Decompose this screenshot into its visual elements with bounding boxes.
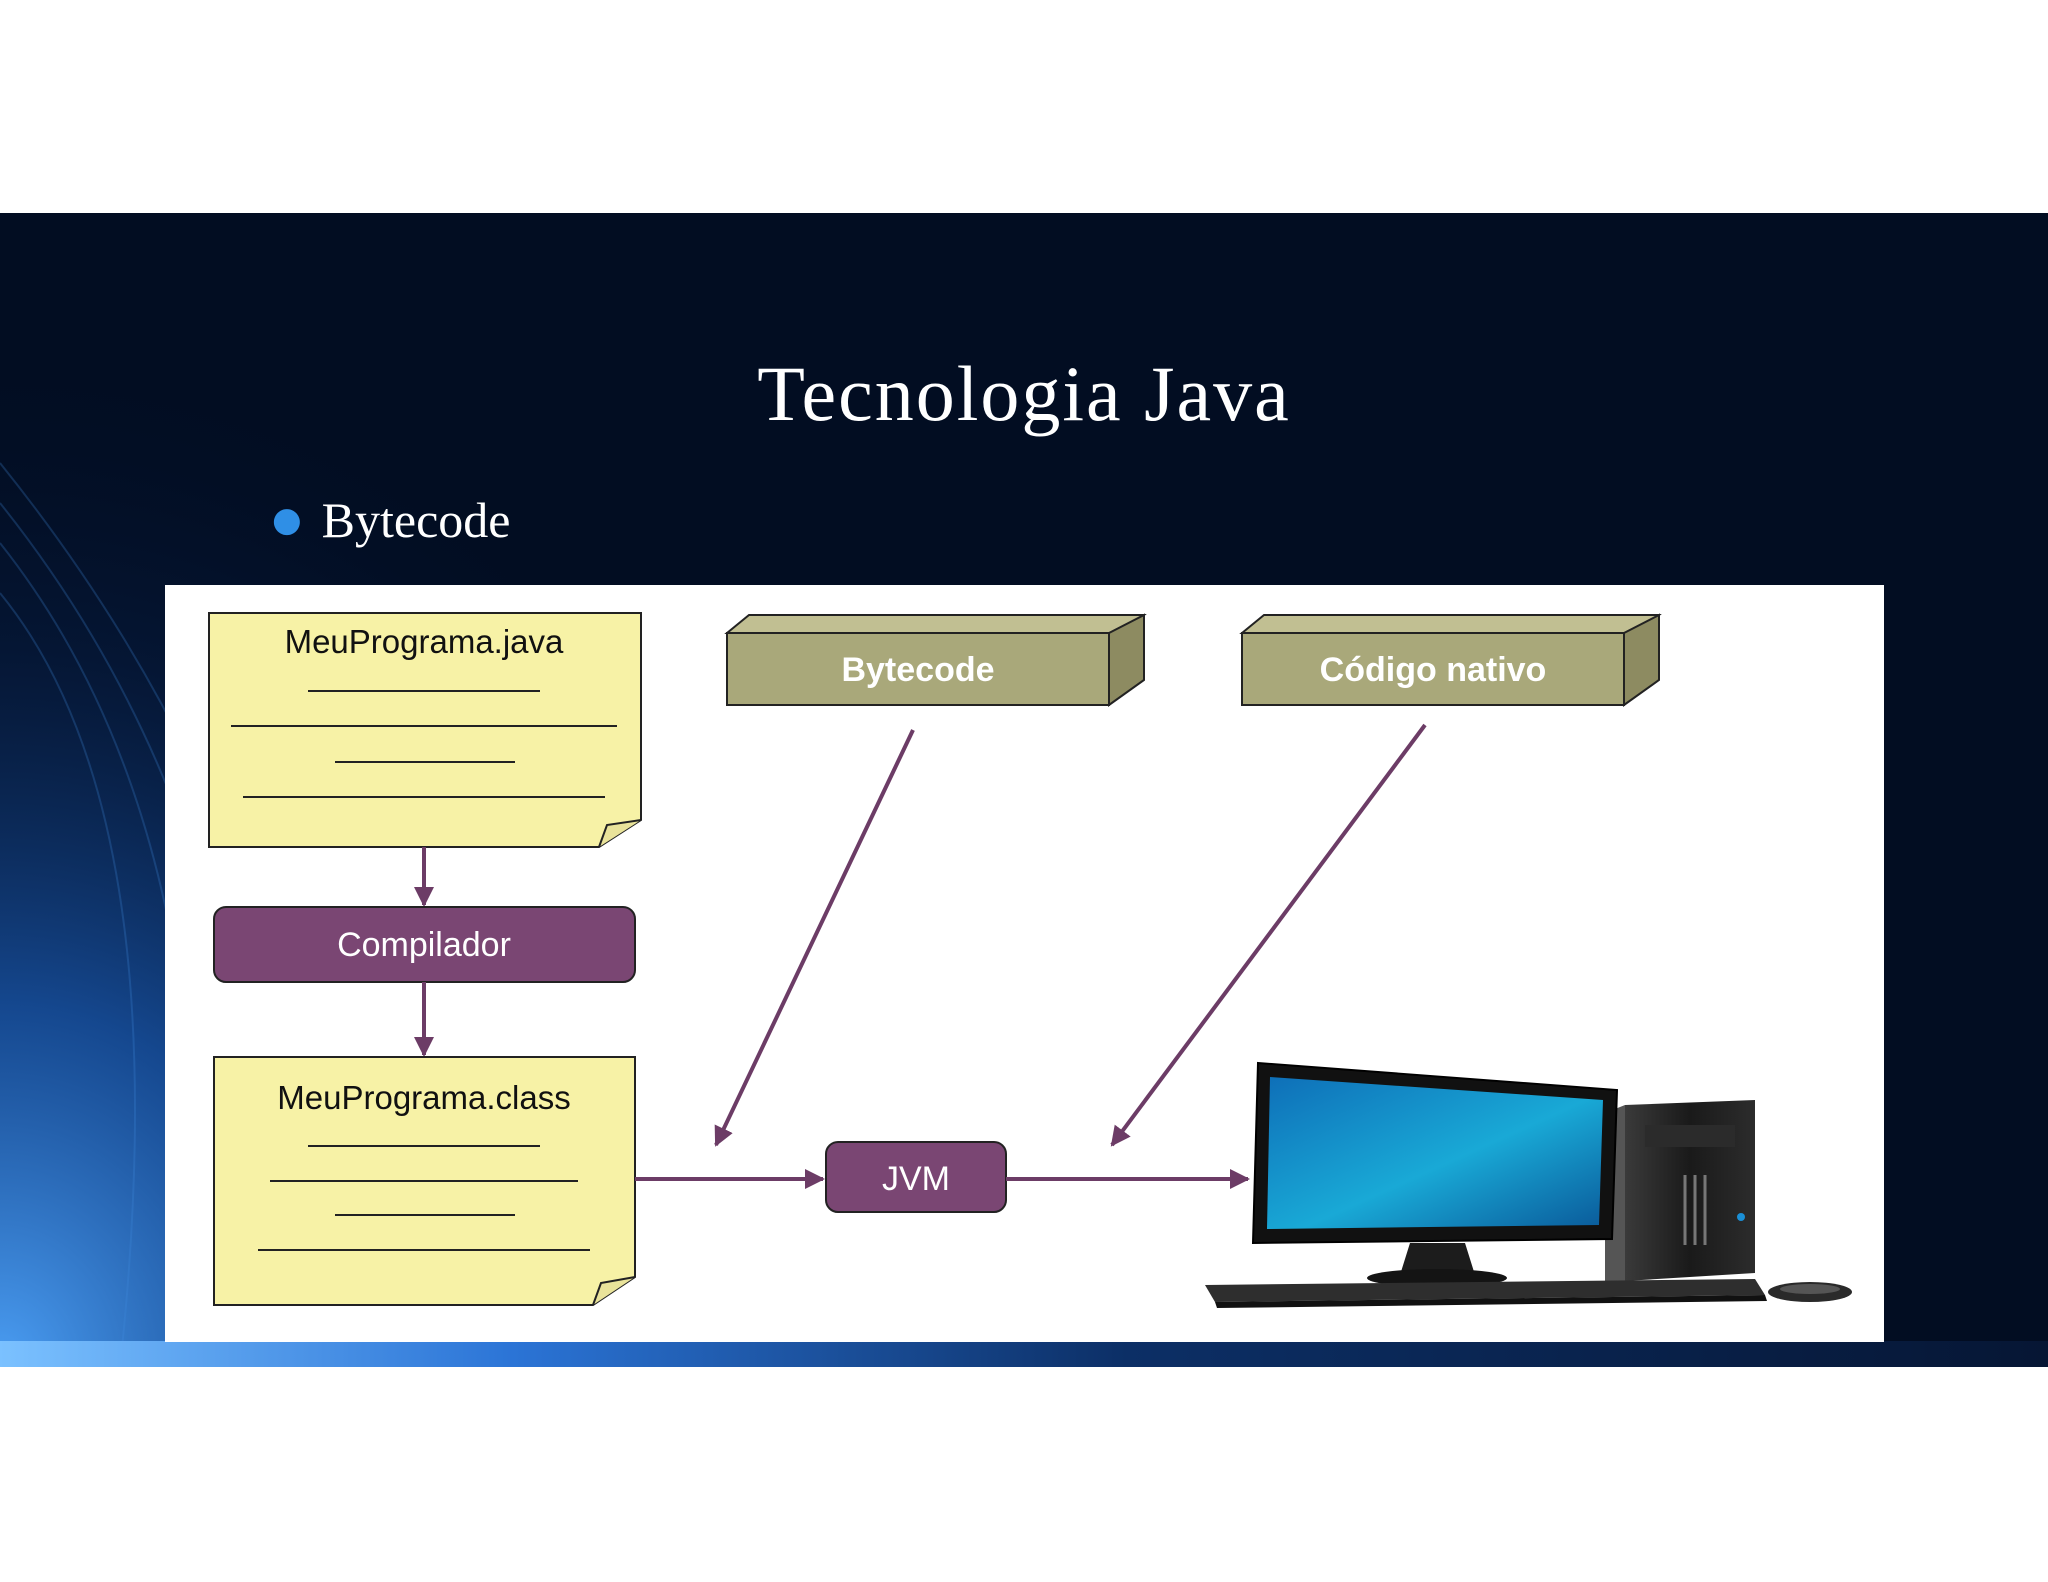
arrow-bytecode-to-jvm — [714, 729, 915, 1147]
class-file-note: MeuPrograma.class — [213, 1056, 636, 1306]
native-code-box: Código nativo — [1239, 613, 1662, 707]
jvm-label: JVM — [882, 1160, 950, 1198]
compiler-box: Compilador — [213, 906, 636, 983]
bytecode-box: Bytecode — [724, 613, 1147, 707]
source-file-note: MeuPrograma.java — [208, 612, 642, 848]
compiler-label: Compilador — [337, 926, 511, 964]
arrow-native-to-computer — [1110, 723, 1427, 1147]
source-file-label: MeuPrograma.java — [285, 623, 564, 660]
desktop-computer-icon — [1205, 1061, 1852, 1308]
bytecode-label: Bytecode — [841, 651, 994, 689]
bullet-dot-icon: ● — [272, 500, 302, 540]
slide-title: Tecnologia Java — [757, 350, 1291, 437]
native-code-label: Código nativo — [1320, 651, 1547, 689]
slide: Tecnologia Java ● Bytecode — [0, 213, 2048, 1367]
bullet-text: Bytecode — [321, 492, 511, 548]
class-file-label: MeuPrograma.class — [277, 1079, 570, 1116]
jvm-box: JVM — [825, 1141, 1007, 1213]
bytecode-diagram: MeuPrograma.java Compilador — [165, 585, 1884, 1342]
bullet-item: ● Bytecode — [272, 495, 511, 545]
